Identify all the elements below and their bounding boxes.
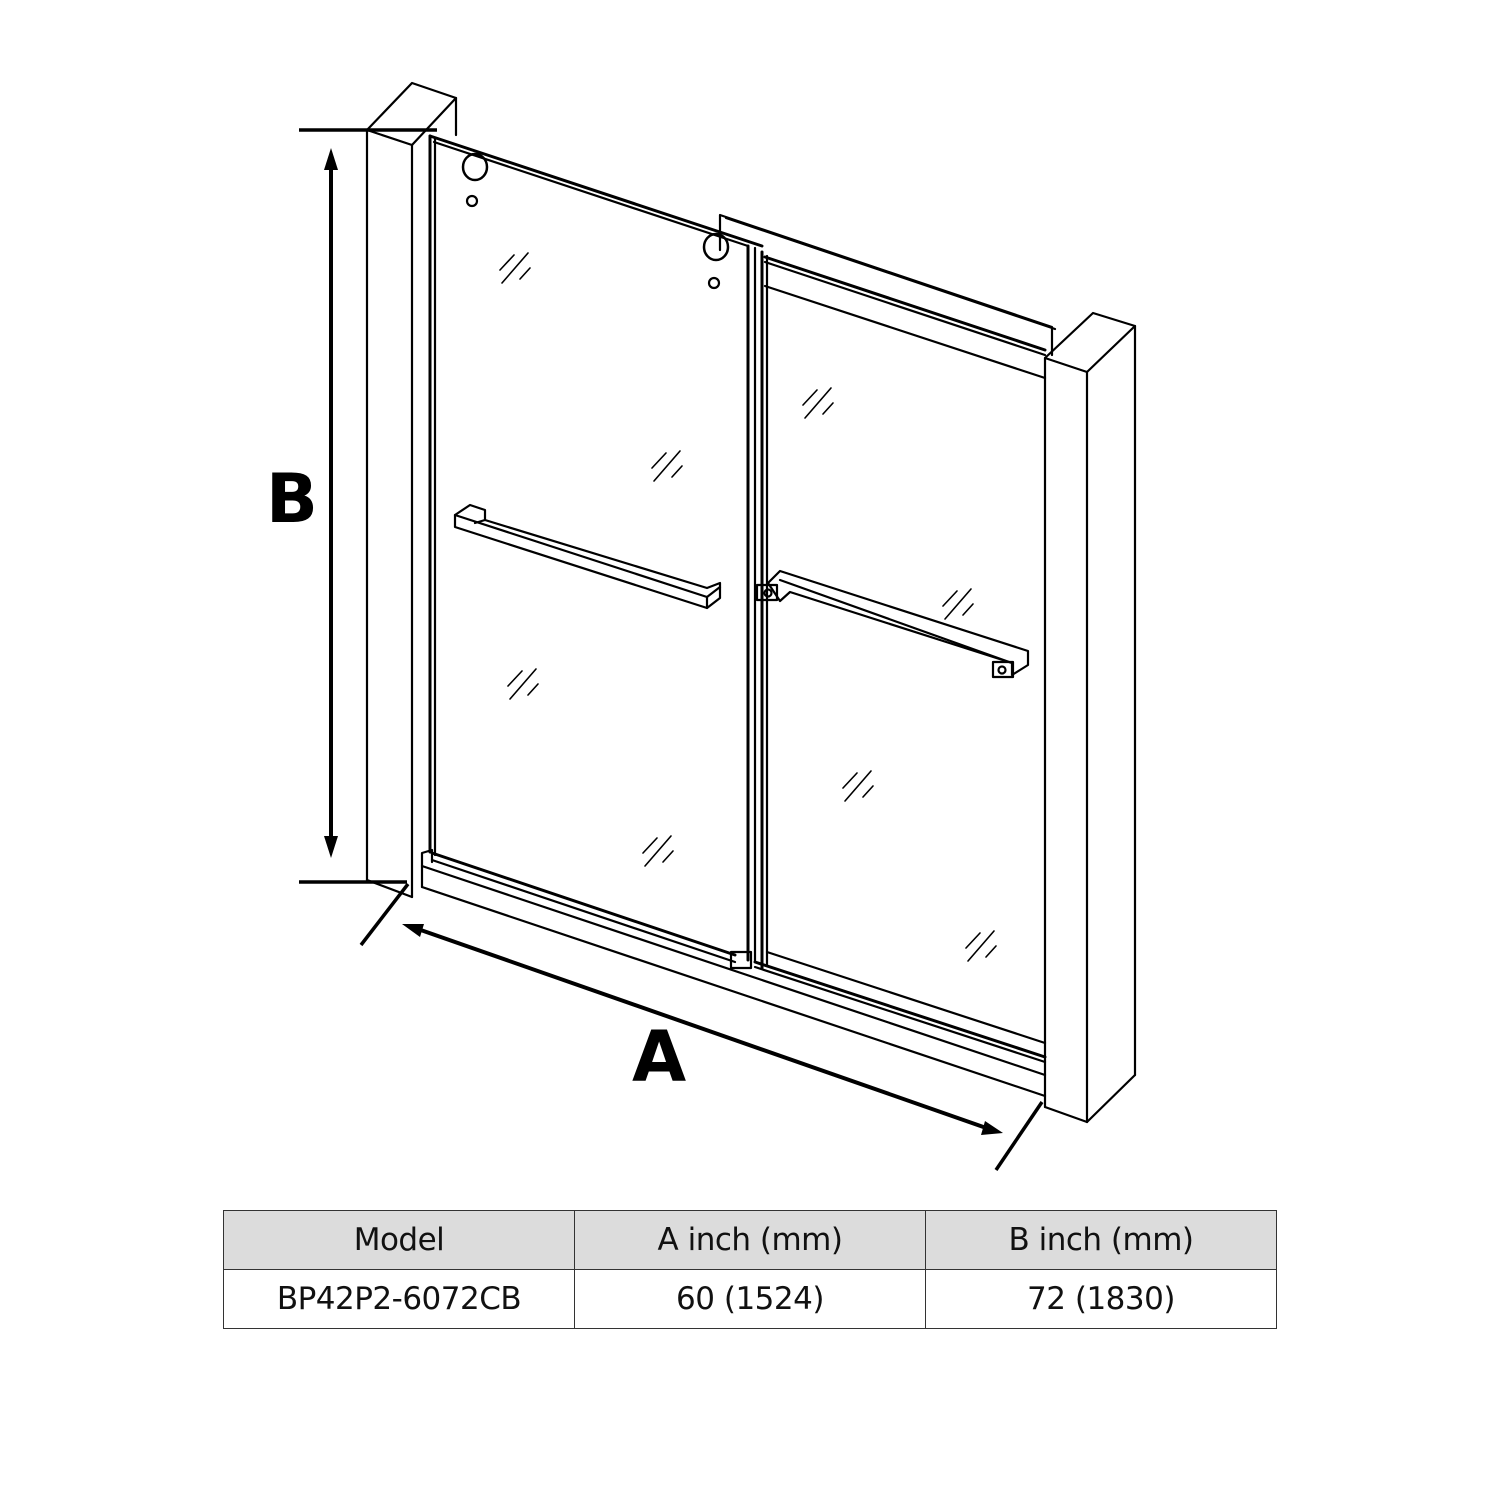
right-wall-post (1043, 311, 1137, 1124)
cell-model: BP42P2-6072CB (223, 1269, 575, 1329)
cell-a-value: 60 (1524) (574, 1269, 926, 1329)
top-rail (718, 213, 1057, 380)
column-header-a: A inch (mm) (574, 1210, 926, 1270)
dimension-label-a: A (632, 1016, 687, 1098)
dimension-b-arrow (299, 128, 437, 884)
shower-door-diagram (299, 81, 1137, 1171)
right-door-panel (760, 250, 769, 970)
column-header-b: B inch (mm) (925, 1210, 1277, 1270)
dimension-a-arrow (359, 882, 1044, 1171)
cell-b-value: 72 (1830) (925, 1269, 1277, 1329)
dimension-label-b: B (266, 460, 318, 539)
spec-table: Model A inch (mm) B inch (mm) BP42P2-607… (223, 1210, 1277, 1329)
glass-reflection-marks (499, 252, 997, 962)
left-door-panel (428, 134, 764, 964)
table-header-row: Model A inch (mm) B inch (mm) (223, 1210, 1277, 1270)
left-wall-post (365, 81, 458, 899)
right-door-towel-bar (755, 569, 1030, 679)
left-door-handle (453, 503, 722, 610)
column-header-model: Model (223, 1210, 575, 1270)
table-row: BP42P2-6072CB 60 (1524) 72 (1830) (223, 1269, 1277, 1329)
bottom-track (420, 848, 1047, 1098)
